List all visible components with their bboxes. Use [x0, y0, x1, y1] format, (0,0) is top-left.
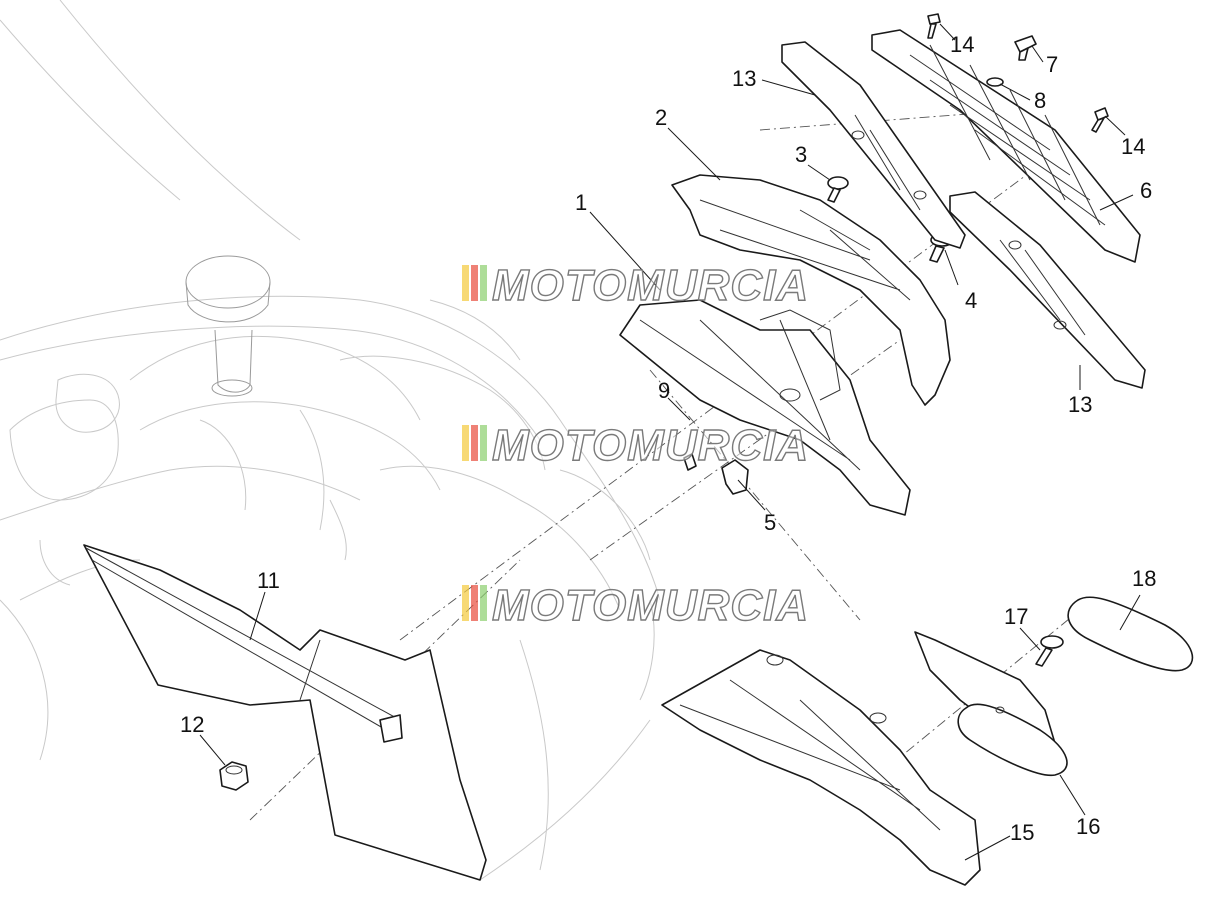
watermark-middle: MOTOMURCIA	[462, 420, 809, 471]
part-14-screw-right	[1091, 107, 1109, 133]
watermarks: MOTOMURCIA MOTOMURCIA MOTOMURCIA	[462, 260, 809, 631]
callout-labels: 1 2 3 4 5 6 7 8 9 11 12 13 13 14 14 15 1…	[180, 32, 1156, 845]
watermark-stripe-1	[462, 425, 469, 461]
watermark-bottom: MOTOMURCIA	[462, 580, 809, 631]
watermark-text: MOTOMURCIA	[492, 421, 809, 470]
watermark-text: MOTOMURCIA	[492, 261, 809, 310]
callout-17: 17	[1004, 604, 1028, 629]
callout-3: 3	[795, 142, 807, 167]
part-8-washer	[986, 77, 1004, 87]
watermark-stripe-3	[480, 265, 487, 301]
watermark-stripe-2	[471, 265, 478, 301]
part-17-screw	[1035, 635, 1064, 667]
fuel-cap-ghost	[185, 255, 271, 397]
watermark-stripe-1	[462, 585, 469, 621]
part-3-screw	[827, 176, 849, 203]
part-12-nut	[219, 761, 249, 791]
part-16-light-housing	[914, 631, 1068, 777]
callout-13-top: 13	[732, 66, 756, 91]
watermark-stripe-2	[471, 585, 478, 621]
callout-4: 4	[965, 288, 977, 313]
watermark-stripe-3	[480, 585, 487, 621]
callout-13-bottom: 13	[1068, 392, 1092, 417]
part-13-lower-gasket	[949, 191, 1146, 389]
watermark-stripe-2	[471, 425, 478, 461]
part-2-upper-shell	[671, 174, 951, 406]
part-1-rear-cover	[619, 299, 911, 516]
part-15-lower-bracket	[661, 649, 981, 886]
callout-9: 9	[658, 378, 670, 403]
callout-7: 7	[1046, 52, 1058, 77]
callout-2: 2	[655, 105, 667, 130]
watermark-top: MOTOMURCIA	[462, 260, 809, 311]
callout-14-right: 14	[1121, 134, 1145, 159]
callout-18: 18	[1132, 566, 1156, 591]
callout-14-top: 14	[950, 32, 974, 57]
watermark-text: MOTOMURCIA	[492, 581, 809, 630]
callout-11: 11	[257, 568, 280, 593]
callout-leaders	[199, 23, 1141, 861]
part-13-upper-gasket	[781, 41, 966, 249]
callout-16: 16	[1076, 814, 1100, 839]
callout-1: 1	[575, 190, 587, 215]
part-7-bolt	[1014, 35, 1037, 61]
callout-5: 5	[764, 510, 776, 535]
callout-8: 8	[1034, 88, 1046, 113]
callout-12: 12	[180, 712, 204, 737]
part-11-mud-flap	[83, 544, 487, 881]
watermark-stripe-3	[480, 425, 487, 461]
watermark-stripe-1	[462, 265, 469, 301]
part-14-screw-top	[927, 13, 941, 39]
scooter-body-ghost	[0, 0, 661, 881]
part-5-clip	[683, 453, 749, 495]
part-6-plate-holder	[871, 29, 1141, 263]
part-18-lens	[1067, 596, 1194, 672]
callout-6: 6	[1140, 178, 1152, 203]
callout-15: 15	[1010, 820, 1034, 845]
